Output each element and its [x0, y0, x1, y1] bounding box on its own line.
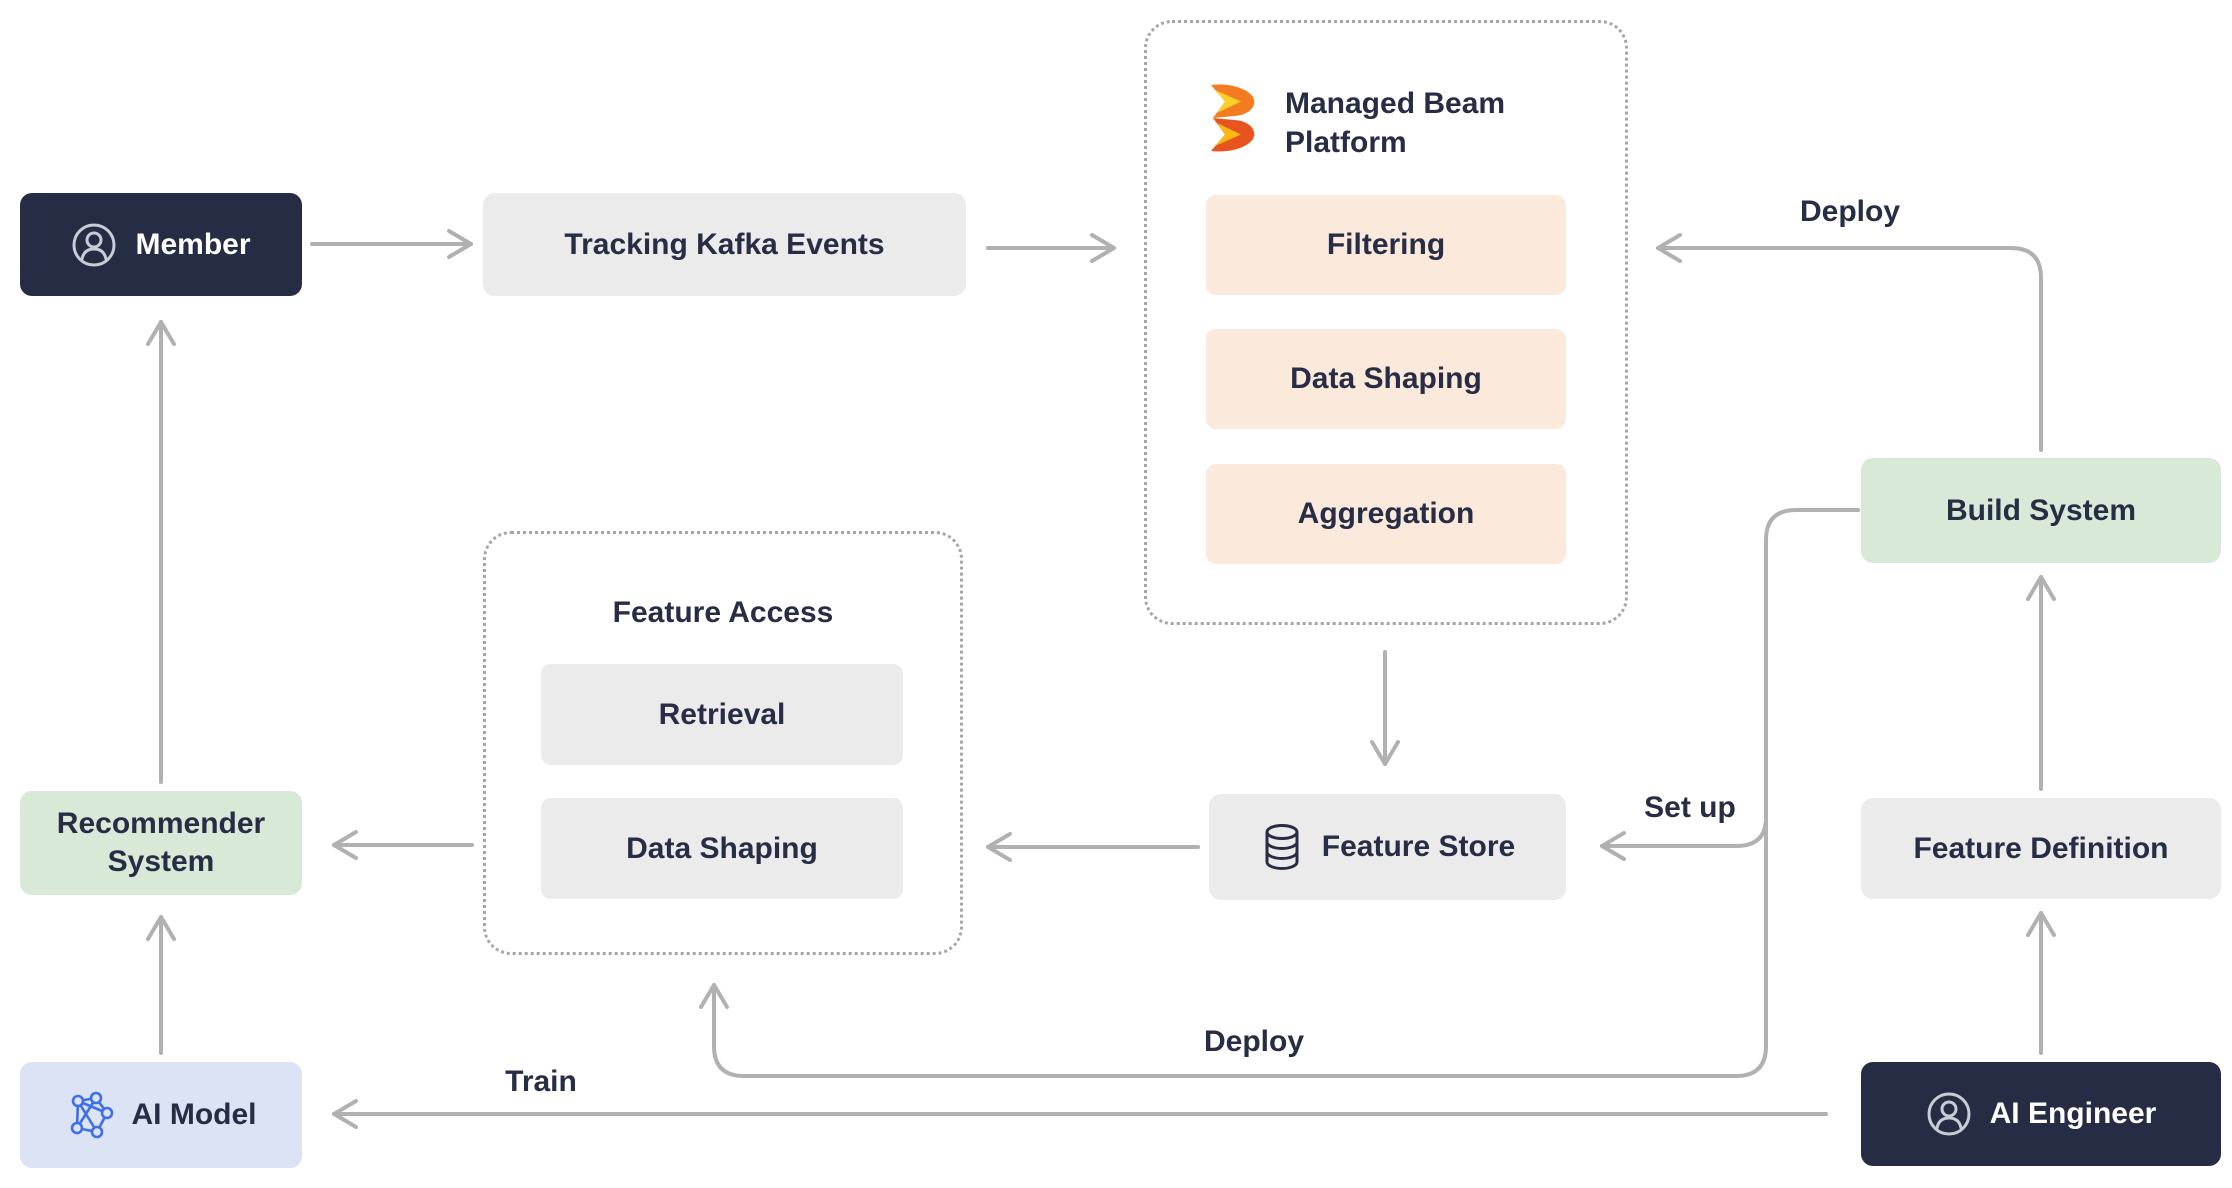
- edge-build-setup-to-feature-store: [1600, 816, 1768, 861]
- aggregation-node: Aggregation: [1206, 464, 1566, 564]
- managed-beam-platform-header: Managed Beam Platform: [1203, 80, 1585, 162]
- network-model-icon: [66, 1091, 114, 1139]
- member-label: Member: [135, 227, 251, 261]
- feature-access-title: Feature Access: [612, 596, 834, 629]
- ai-engineer-node: AI Engineer: [1861, 1062, 2221, 1166]
- member-node: Member: [20, 193, 302, 296]
- set-up-label: Set up: [1644, 791, 1736, 824]
- aggregation-label: Aggregation: [1297, 497, 1475, 531]
- data-shaping-beam-node: Data Shaping: [1206, 329, 1566, 429]
- ai-model-node: AI Model: [20, 1062, 302, 1168]
- tracking-kafka-events-label: Tracking Kafka Events: [564, 227, 885, 261]
- feature-store-node: Feature Store: [1209, 794, 1566, 900]
- build-system-label: Build System: [1945, 493, 2137, 527]
- filtering-label: Filtering: [1326, 228, 1446, 262]
- deploy-top-label: Deploy: [1799, 195, 1901, 228]
- managed-beam-platform-title: Managed Beam Platform: [1285, 87, 1506, 159]
- feature-definition-node: Feature Definition: [1861, 798, 2221, 899]
- beam-logo-icon: [1203, 80, 1259, 156]
- train-label: Train: [505, 1065, 577, 1098]
- ai-model-label: AI Model: [131, 1098, 257, 1132]
- data-shaping-access-label: Data Shaping: [626, 831, 818, 865]
- person-icon: [71, 222, 117, 268]
- filtering-node: Filtering: [1206, 195, 1566, 295]
- recommender-system-node: Recommender System: [20, 791, 302, 895]
- data-shaping-access-node: Data Shaping: [541, 798, 903, 899]
- edge-build-deploy-to-beam: [1656, 233, 2043, 452]
- ai-engineer-label: AI Engineer: [1989, 1097, 2157, 1131]
- retrieval-label: Retrieval: [658, 697, 786, 731]
- feature-definition-label: Feature Definition: [1913, 831, 2169, 865]
- edge-build-deploy-to-feature-access: [699, 508, 1860, 1078]
- tracking-kafka-events-node: Tracking Kafka Events: [483, 193, 966, 296]
- feature-access-group: [483, 531, 963, 955]
- data-shaping-beam-label: Data Shaping: [1290, 362, 1482, 396]
- person-icon: [1926, 1091, 1972, 1137]
- feature-store-label: Feature Store: [1321, 830, 1516, 864]
- recommender-system-label: Recommender System: [56, 807, 266, 878]
- deploy-bottom-label: Deploy: [1203, 1025, 1305, 1058]
- retrieval-node: Retrieval: [541, 664, 903, 765]
- build-system-node: Build System: [1861, 458, 2221, 563]
- database-icon: [1260, 823, 1304, 871]
- managed-beam-platform-group: [1144, 20, 1628, 625]
